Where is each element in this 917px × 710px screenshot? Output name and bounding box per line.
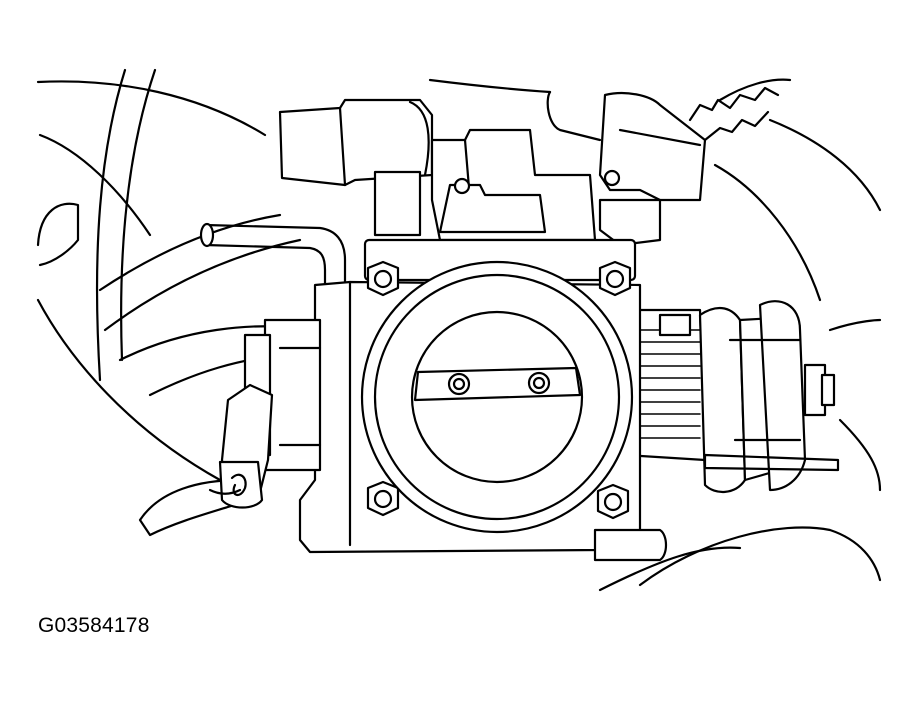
electrical-connector [208, 383, 274, 509]
vacuum-hose [199, 222, 347, 292]
throttle-linkage-drum [623, 300, 840, 493]
figure-id-label: G03584178 [38, 614, 150, 637]
bolt-top-left [366, 260, 400, 297]
bolt-bottom-right [596, 483, 630, 520]
bolt-bottom-left [366, 480, 400, 517]
idle-air-control-valve [278, 98, 597, 242]
throttle-bore [360, 260, 634, 534]
throttle-position-sensor [546, 86, 780, 247]
bolt-top-right [598, 260, 632, 297]
mounting-bolts [366, 260, 632, 520]
throttle-butterfly-plate [413, 366, 582, 402]
